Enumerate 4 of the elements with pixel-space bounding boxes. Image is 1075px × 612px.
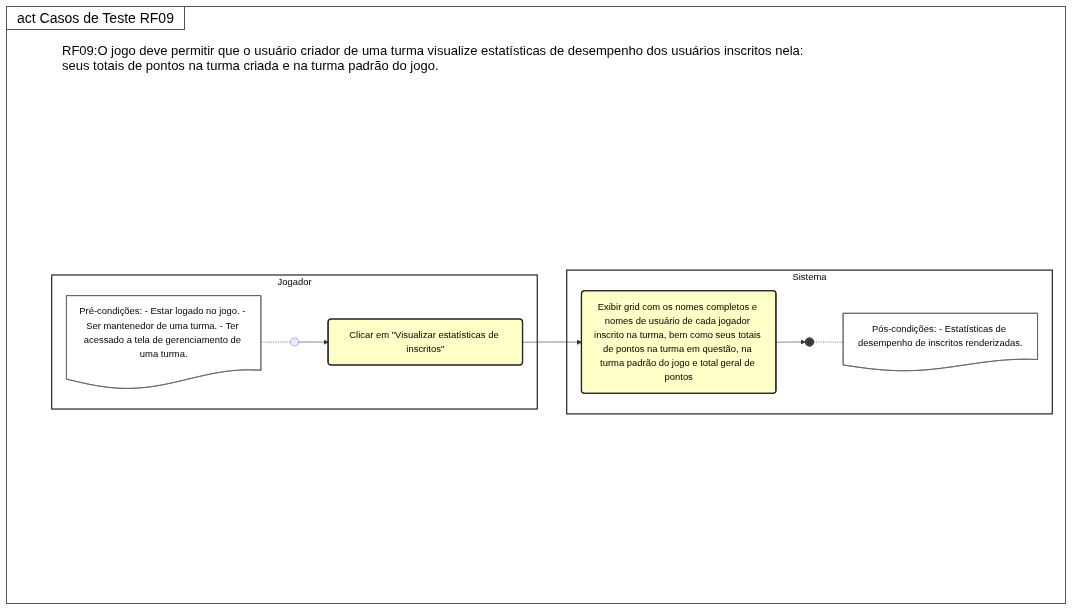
frame-title: act Casos de Teste RF09	[7, 7, 185, 30]
requirement-text: RF09:O jogo deve permitir que o usuário criador de uma turma visualize estatísticas de desempenho dos usuários inscritos nela: seus totais de pontos na turma criada e na turma padrão do jogo.	[62, 43, 805, 73]
connector	[260, 341, 291, 343]
node-circle	[290, 337, 299, 347]
